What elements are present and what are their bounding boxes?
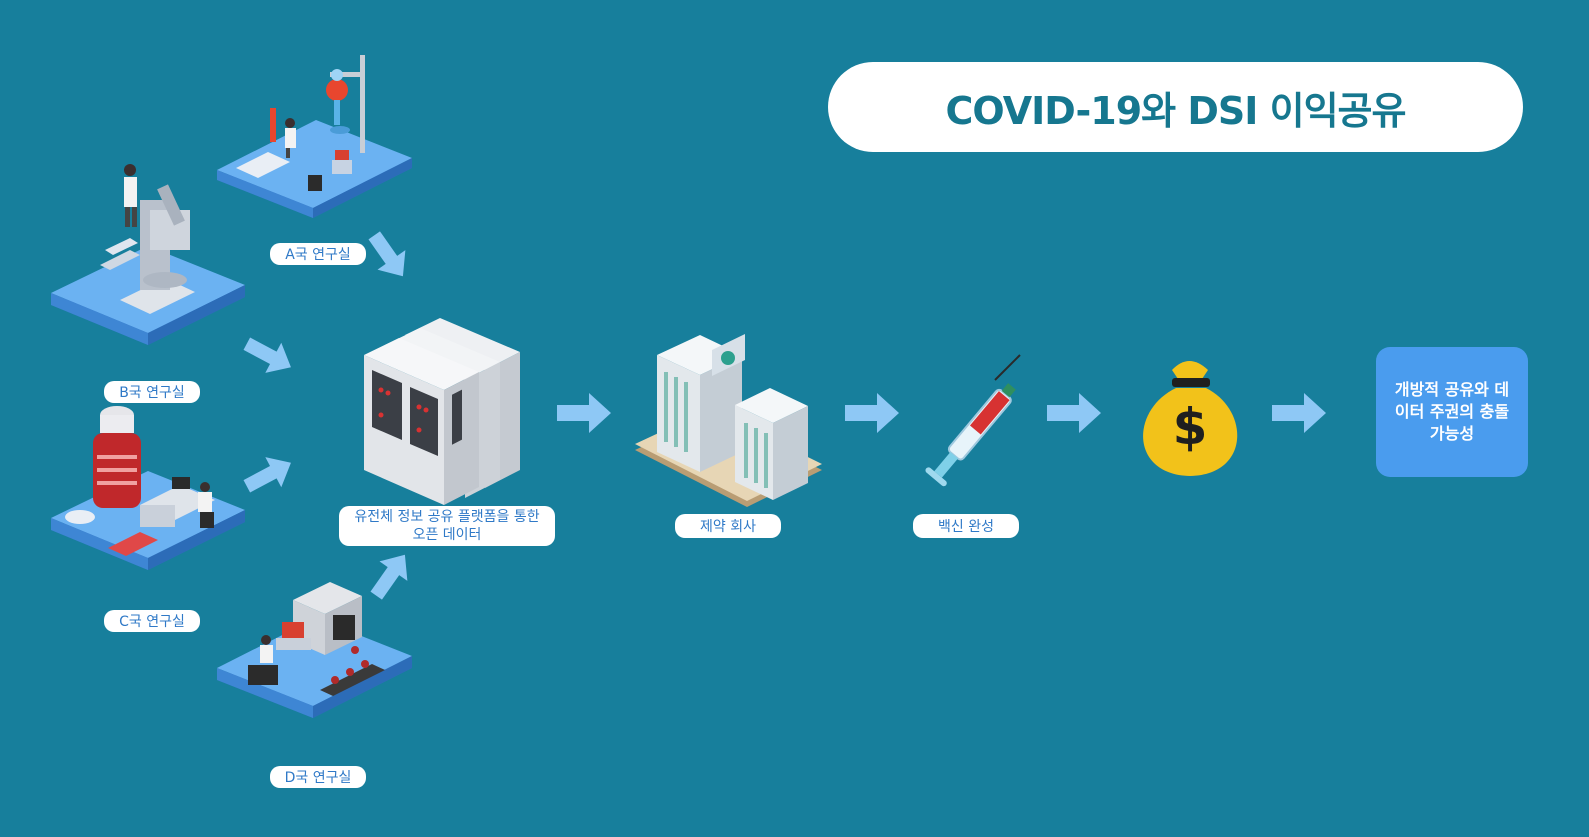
- flow-arrows: [243, 231, 1326, 600]
- arrow-money-to-result: [1272, 393, 1326, 433]
- lab-c-label: C국 연구실: [104, 610, 200, 632]
- server-rack-illustration: [364, 318, 520, 505]
- pharma-building-illustration: [635, 334, 822, 507]
- money-bag-illustration: [1143, 361, 1238, 476]
- title-banner: COVID-19와 DSI 이익공유: [828, 62, 1523, 152]
- arrow-vaccine-to-money: [1047, 393, 1101, 433]
- arrow-d-to-platform: [370, 554, 408, 600]
- lab-b-label: B국 연구실: [104, 381, 200, 403]
- platform-label-text: 유전체 정보 공유 플랫폼을 통한 오픈 데이터: [354, 509, 540, 543]
- arrow-a-to-platform: [368, 231, 406, 277]
- money-symbol: $: [1172, 398, 1208, 456]
- pharma-label: 제약 회사: [675, 514, 781, 538]
- lab-c-illustration: [51, 406, 245, 570]
- result-text: 개방적 공유와 데이터 주권의 충돌 가능성: [1394, 380, 1510, 443]
- syringe-illustration: [925, 354, 1021, 487]
- lab-a-label: A국 연구실: [270, 243, 366, 265]
- arrow-pharma-to-vaccine: [845, 393, 899, 433]
- arrow-b-to-platform: [243, 337, 291, 373]
- lab-a-illustration: [217, 55, 412, 218]
- result-box: 개방적 공유와 데이터 주권의 충돌 가능성: [1376, 347, 1528, 477]
- arrow-c-to-platform: [243, 457, 291, 493]
- lab-b-illustration: [51, 164, 245, 345]
- vaccine-label: 백신 완성: [913, 514, 1019, 538]
- lab-d-label: D국 연구실: [270, 766, 366, 788]
- lab-d-illustration: [217, 582, 412, 718]
- platform-label: 유전체 정보 공유 플랫폼을 통한 오픈 데이터: [339, 506, 555, 546]
- page-title: COVID-19와 DSI 이익공유: [945, 88, 1407, 133]
- arrow-platform-to-pharma: [557, 393, 611, 433]
